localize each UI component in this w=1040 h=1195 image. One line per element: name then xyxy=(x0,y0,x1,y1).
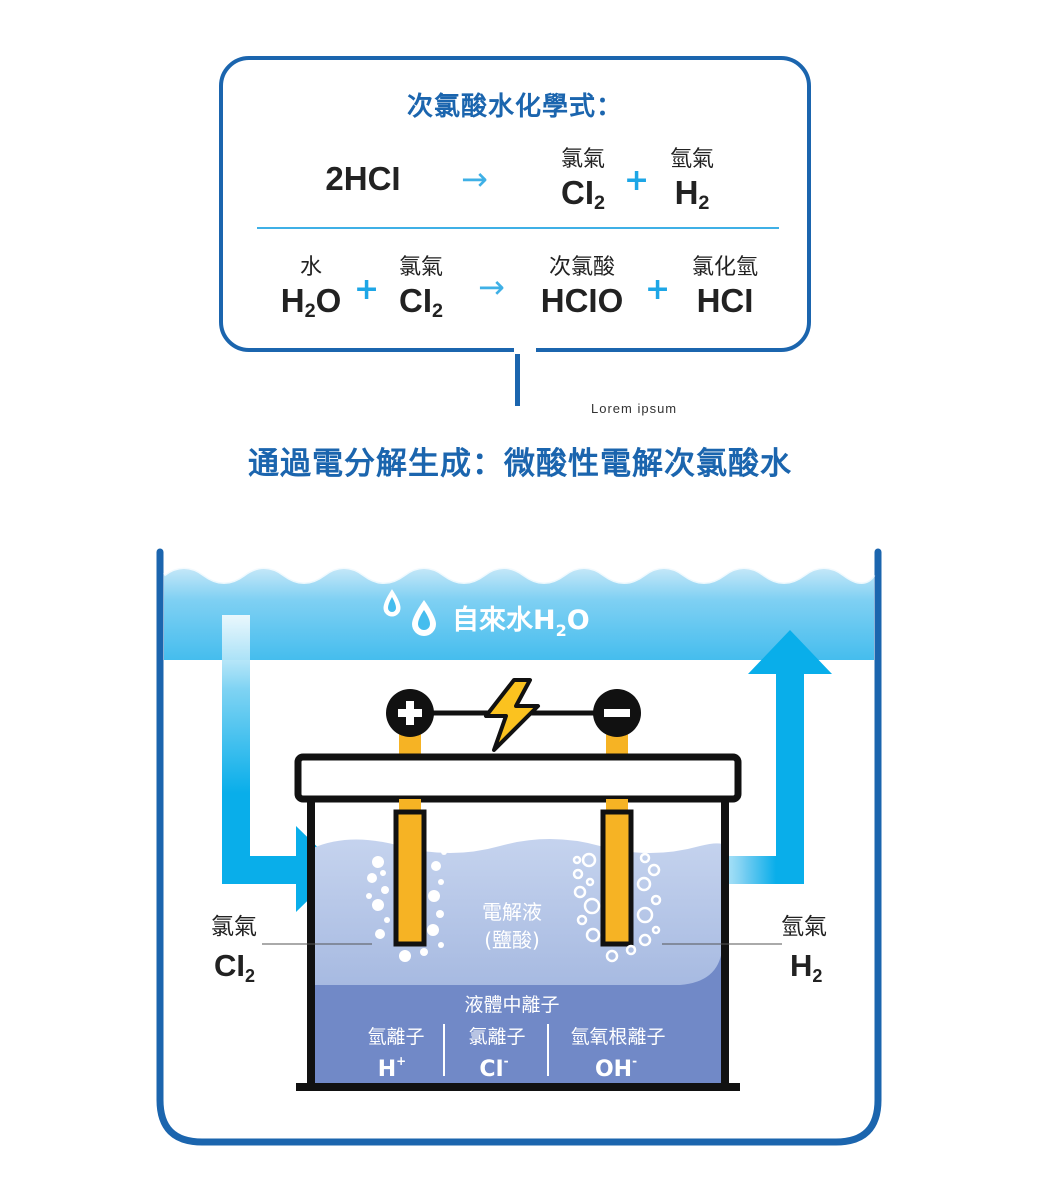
r2-plus-1: + xyxy=(354,272,380,307)
ion-name-hydroxide: 氫氧根離子 xyxy=(570,1026,665,1048)
water-wave-highlight xyxy=(163,566,876,584)
r2-product-hcl: 氯化氫 HCI xyxy=(691,255,758,319)
cathode-bubbles xyxy=(572,852,662,963)
anode-bubbles xyxy=(366,849,447,962)
ion-formula-hydrogen: H+ xyxy=(378,1054,406,1082)
caption: Lorem ipsum xyxy=(591,401,678,416)
plus-terminal-icon xyxy=(386,689,434,737)
r2-product-hclo: 次氯酸 HCIO xyxy=(540,255,624,319)
cathode-electrode xyxy=(600,809,634,947)
lightning-bolt-icon xyxy=(484,678,540,752)
r1-product-chlorine: 氯氣 CI2 xyxy=(560,147,605,214)
anode-electrode xyxy=(393,809,427,947)
formula-divider xyxy=(257,227,779,229)
water-label: 自來水H2O xyxy=(452,604,590,640)
r2-reactant-chlorine: 氯氣 CI2 xyxy=(398,255,443,322)
ion-layer xyxy=(313,950,722,1085)
water-drop-icon xyxy=(383,589,436,636)
hydrogen-gas-name: 氫氣 xyxy=(781,914,827,940)
r2-arrow: → xyxy=(478,268,505,306)
ion-formula-chloride: CI- xyxy=(479,1054,508,1082)
water-band xyxy=(164,567,874,660)
minus-terminal-icon xyxy=(593,689,641,737)
cathode-rod-upper xyxy=(606,730,628,760)
r2-plus-2: + xyxy=(645,272,671,307)
chlorine-gas-name: 氯氣 xyxy=(211,914,257,940)
anode-rod-upper xyxy=(399,730,421,760)
hydrogen-flow-arrow xyxy=(716,630,832,884)
r1-reactant: 2HCI xyxy=(325,160,401,197)
ion-name-chloride: 氯離子 xyxy=(468,1026,525,1048)
subtitle: 通過電分解生成：微酸性電解次氯酸水 xyxy=(248,446,792,482)
r2-reactant-water: 水 H2O xyxy=(280,255,342,322)
electrolyte-label-2: (鹽酸) xyxy=(484,928,540,952)
chlorine-gas-formula: CI2 xyxy=(214,948,255,986)
ions-title: 液體中離子 xyxy=(464,994,559,1016)
hydrogen-gas-formula: H2 xyxy=(790,948,822,986)
r1-plus: + xyxy=(624,163,650,198)
tank-outline xyxy=(156,548,882,1146)
container-lid xyxy=(294,753,742,803)
r1-product-hydrogen: 氫氣 H2 xyxy=(669,147,714,214)
ion-name-hydrogen: 氫離子 xyxy=(367,1026,424,1048)
electrolyte-label-1: 電解液 xyxy=(482,900,542,924)
r1-arrow: → xyxy=(461,160,488,198)
ion-formula-hydroxide: OH- xyxy=(595,1054,637,1082)
formula-title: 次氯酸水化學式： xyxy=(406,92,623,122)
formula-box: 次氯酸水化學式： 2HCI → 氯氣 CI2 + 氫氣 H2 水 H2O + 氯… xyxy=(219,56,811,352)
chlorine-flow-arrow xyxy=(222,615,340,912)
connector-line xyxy=(515,354,520,406)
